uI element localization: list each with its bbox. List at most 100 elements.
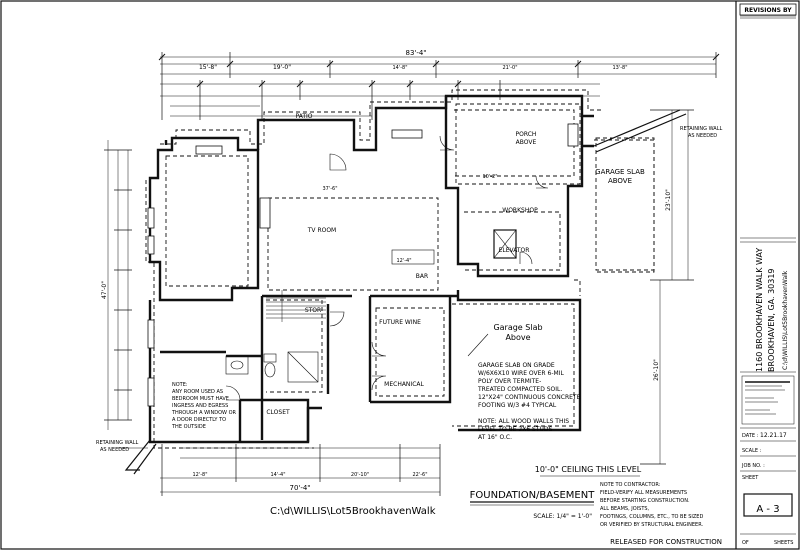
svg-text:INGRESS AND EGRESS: INGRESS AND EGRESS — [172, 403, 228, 409]
svg-text:FIELD-VERIFY ALL MEASUREMENTS: FIELD-VERIFY ALL MEASUREMENTS — [600, 490, 687, 496]
svg-text:THE OUTSIDE: THE OUTSIDE — [171, 424, 206, 430]
dimension-labels: 83'-4" 15'-8" 19'-0" 14'-8" 21'-0" 13'-8… — [101, 49, 672, 492]
dim-top-d: 21'-0" — [502, 65, 517, 71]
dim-bottom-b: 14'-4" — [270, 472, 285, 478]
revisions-header: REVISIONS BY — [744, 7, 792, 14]
foundation-walls — [148, 94, 594, 444]
room-garage-mid-2: Above — [505, 333, 530, 342]
notes: RETAINING WALL AS NEEDED RETAINING WALL … — [96, 126, 722, 528]
windows — [147, 123, 579, 407]
retaining-left-1: RETAINING WALL — [96, 440, 138, 446]
room-stor: STOR — [305, 307, 321, 314]
slab-note: GARAGE SLAB ON GRADE W/6X6X10 WIRE OVER … — [477, 362, 581, 441]
room-tv: TV ROOM — [307, 227, 336, 234]
garage-slab-upper-outline — [595, 137, 655, 271]
dim-top-b: 19'-0" — [273, 64, 291, 71]
ceiling-note: 10'-0" CEILING THIS LEVEL — [535, 465, 642, 474]
dim-bottom-c: 20'-10" — [351, 472, 369, 478]
drawing-title: FOUNDATION/BASEMENT — [470, 490, 596, 501]
room-future-wine: FUTURE WINE — [379, 319, 421, 326]
porch-outline — [455, 103, 581, 185]
svg-text:NOTE:: NOTE: — [172, 382, 188, 388]
svg-text:LEVEL TO BE 2X6 STUDS: LEVEL TO BE 2X6 STUDS — [478, 426, 553, 433]
released-for-construction: RELEASED FOR CONSTRUCTION — [610, 538, 722, 546]
svg-text:FOOTINGS, COLUMNS, ETC., TO BE: FOOTINGS, COLUMNS, ETC., TO BE SIZED — [600, 514, 703, 520]
dim-overall-bottom: 70'-4" — [289, 484, 310, 492]
scale-text: SCALE: 1/4" = 1'-0" — [533, 513, 592, 520]
dim-top-c: 14'-8" — [392, 65, 407, 71]
svg-text:OR VERIFIED BY STRUCTURAL ENGI: OR VERIFIED BY STRUCTURAL ENGINEER. — [600, 522, 704, 528]
of-label: OF — [742, 540, 749, 546]
title-block: REVISIONS BY 1160 BROOKHAVEN WALK WAY BR… — [739, 3, 797, 546]
svg-text:TREATED COMPACTED SOIL.: TREATED COMPACTED SOIL. — [477, 386, 562, 393]
sheets-label: SHEETS — [774, 540, 793, 546]
room-closet: CLOSET — [266, 409, 290, 416]
svg-text:AT 16" O.C.: AT 16" O.C. — [478, 434, 512, 441]
room-mechanical: MECHANICAL — [384, 381, 424, 388]
room-garage-top-2: ABOVE — [608, 177, 632, 185]
door-swings — [225, 135, 549, 401]
contractor-note: NOTE TO CONTRACTOR: FIELD-VERIFY ALL MEA… — [600, 482, 704, 528]
file-path-vertical: C:\d\WILLIS\Lot5BrookhavenWalk — [782, 270, 789, 370]
dim-overall-top: 83'-4" — [405, 49, 426, 57]
dim-tv-width: 37'-6" — [322, 186, 337, 192]
date-value: 12.21.17 — [760, 432, 787, 439]
svg-text:NOTE TO CONTRACTOR:: NOTE TO CONTRACTOR: — [600, 482, 661, 488]
dim-right-b: 26'-10" — [653, 359, 660, 381]
dim-right-a: 23'-10" — [665, 189, 672, 211]
address-block: 1160 BROOKHAVEN WALK WAY BROOKHAVEN, GA.… — [755, 248, 789, 372]
svg-text:POLY OVER TERMITE-: POLY OVER TERMITE- — [478, 378, 541, 385]
address-city: BROOKHAVEN, GA. 30319 — [767, 268, 776, 372]
date-label: DATE : — [742, 433, 759, 439]
dim-wk-w: 10'-2" — [482, 174, 497, 180]
svg-text:BEFORE STARTING CONSTRUCTION.: BEFORE STARTING CONSTRUCTION. — [600, 498, 690, 504]
sheet-label: SHEET — [742, 475, 759, 481]
svg-text:BEDROOM MUST HAVE: BEDROOM MUST HAVE — [172, 396, 229, 402]
svg-text:THROUGH A WINDOW OR: THROUGH A WINDOW OR — [171, 410, 237, 416]
dim-bar-len: 12'-4" — [396, 258, 411, 264]
room-labels: PATIO TV ROOM PORCH ABOVE GARAGE SLAB AB… — [266, 113, 645, 416]
room-workshop: WORKSHOP — [502, 207, 538, 214]
dim-left-overall: 47'-0" — [101, 281, 108, 299]
drawing-title-block: FOUNDATION/BASEMENT SCALE: 1/4" = 1'-0" — [470, 490, 596, 520]
dimension-lines — [104, 52, 720, 496]
retaining-top-2: AS NEEDED — [688, 133, 717, 139]
room-porch-1: PORCH — [516, 131, 537, 138]
room-garage-mid-1: Garage Slab — [493, 323, 542, 332]
address-street: 1160 BROOKHAVEN WALK WAY — [755, 248, 764, 372]
dim-bottom-d: 22'-6" — [412, 472, 427, 478]
retaining-walls — [118, 109, 687, 475]
room-garage-top-1: GARAGE SLAB — [595, 168, 645, 176]
slab-note-leader — [467, 333, 489, 357]
svg-text:W/6X6X10 WIRE OVER 6-MIL: W/6X6X10 WIRE OVER 6-MIL — [478, 370, 564, 377]
sheet-number: A - 3 — [756, 504, 779, 515]
bathroom-fixtures — [225, 351, 319, 383]
svg-text:12"X24" CONTINUOUS CONCRETE: 12"X24" CONTINUOUS CONCRETE — [478, 394, 581, 401]
bedroom-note: NOTE: ANY ROOM USED AS BEDROOM MUST HAVE… — [171, 382, 237, 430]
bar-counter — [391, 249, 435, 265]
retaining-top-1: RETAINING WALL — [680, 126, 722, 132]
scale-label: SCALE : — [742, 448, 762, 454]
svg-text:NOTE: ALL WOOD WALLS THIS: NOTE: ALL WOOD WALLS THIS — [478, 418, 569, 425]
svg-text:FOOTING W/3 #4 TYPICAL: FOOTING W/3 #4 TYPICAL — [478, 402, 557, 409]
room-elevator: ELEVATOR — [499, 247, 530, 254]
room-porch-2: ABOVE — [516, 139, 537, 146]
designer-logo-block — [741, 375, 795, 425]
svg-text:ANY ROOM USED AS: ANY ROOM USED AS — [172, 389, 223, 395]
file-path: C:\d\WILLIS\Lot5BrookhavenWalk — [270, 506, 436, 517]
svg-text:A DOOR DIRECTLY TO: A DOOR DIRECTLY TO — [172, 417, 226, 423]
retaining-left-2: AS NEEDED — [100, 447, 129, 453]
elevator-shaft — [493, 229, 517, 259]
dim-bottom-a: 12'-8" — [192, 472, 207, 478]
svg-text:ALL BEAMS, JOISTS,: ALL BEAMS, JOISTS, — [600, 506, 650, 512]
room-bar: BAR — [416, 273, 428, 280]
dim-top-a: 15'-8" — [199, 64, 217, 71]
svg-text:GARAGE SLAB ON GRADE: GARAGE SLAB ON GRADE — [478, 362, 555, 369]
job-label: JOB NO. : — [741, 463, 765, 469]
footing-outlines — [145, 89, 655, 449]
room-patio: PATIO — [295, 113, 312, 120]
stair-treads — [266, 290, 326, 322]
dim-top-e: 13'-8" — [612, 65, 627, 71]
